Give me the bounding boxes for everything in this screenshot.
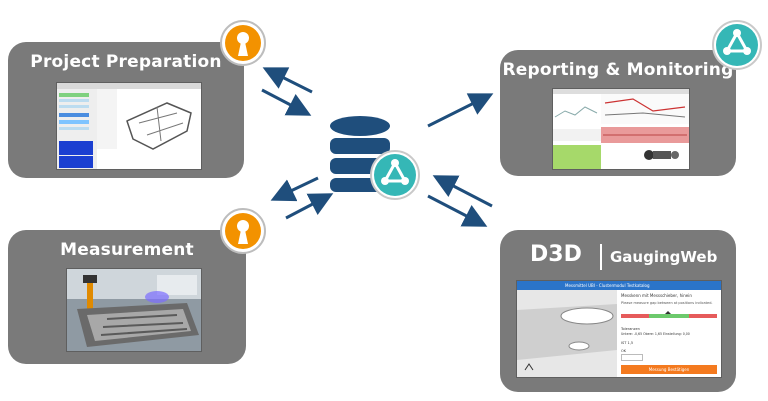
arrow-db-to-gaugingweb	[427, 194, 488, 227]
gaugingweb-app-screenshot: Messmittel UBI - Clustermodul Testkatalo…	[516, 280, 722, 378]
arrow-gaugingweb-to-db	[432, 175, 493, 208]
database-triangle-nodes-icon	[370, 150, 420, 200]
preparation-keyhole-person-icon	[220, 20, 266, 66]
measurement-title: Measurement	[60, 240, 194, 260]
arrow-db-to-measurement	[270, 176, 319, 202]
gaugingweb-prompt: Please measure gap between at positions …	[621, 301, 713, 305]
project-preparation-card: Project Preparation	[8, 42, 244, 178]
logo-divider	[600, 244, 602, 270]
gaugingweb-panel-title: Messkenn mit Messschieber, hinein	[621, 293, 692, 298]
arrow-measurement-to-db	[285, 193, 334, 220]
gaugingweb-3d-view	[517, 290, 617, 377]
gaugingweb-tolerance-label: Toleranzen	[621, 327, 640, 331]
gaugingweb-tolerance-values: Untere: -0,65 Obere: 1,65 Einstellung: 0…	[621, 332, 690, 336]
arrow-preparation-to-db	[261, 88, 312, 116]
reporting-monitoring-title: Reporting & Monitoring	[502, 60, 734, 80]
gaugingweb-card: D3D GaugingWeb Messmittel UBI - Clusterm…	[500, 230, 736, 392]
arrow-db-to-preparation	[262, 67, 313, 94]
project-preparation-screenshot	[56, 82, 202, 170]
measurement-photo	[66, 268, 202, 352]
gaugingweb-ist-input[interactable]	[621, 354, 643, 361]
reporting-triangle-nodes-icon	[712, 20, 762, 70]
measurement-card: Measurement	[8, 230, 246, 364]
reporting-dashboard-screenshot	[552, 88, 690, 170]
arrow-db-to-reporting	[427, 93, 494, 128]
gaugingweb-product-name: GaugingWeb	[610, 248, 718, 266]
gaugingweb-confirm-button[interactable]: Messung Bestätigen	[621, 365, 717, 374]
d3d-logo-text: D3D	[530, 242, 582, 267]
gaugingweb-ist-label: IST 1,5	[621, 341, 634, 345]
d3d-logo: D3D	[530, 242, 582, 267]
gaugingweb-app-header: Messmittel UBI - Clustermodul Testkatalo…	[517, 281, 721, 290]
gaugingweb-ok-label: OK	[621, 349, 627, 353]
gaugingweb-tolerance-bar	[621, 311, 717, 318]
project-preparation-title: Project Preparation	[30, 52, 222, 72]
reporting-monitoring-card: Reporting & Monitoring	[500, 50, 736, 176]
measurement-keyhole-person-icon	[220, 208, 266, 254]
